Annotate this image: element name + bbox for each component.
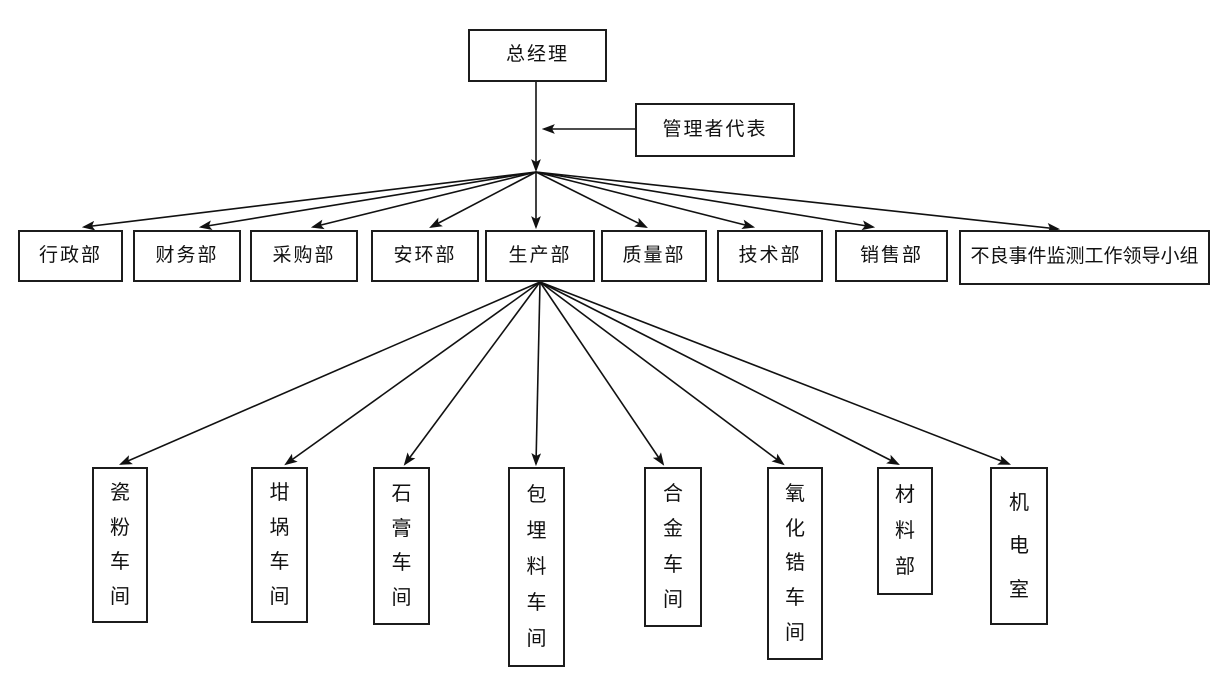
node-quality-dept: 质量部 [601, 230, 707, 282]
edge-hub-to-safety [429, 171, 537, 229]
edge-hub-to-sales [535, 171, 876, 231]
node-administration-dept: 行政部 [18, 230, 123, 282]
edge-hub-to-finance [198, 171, 537, 231]
node-sales-dept: 销售部 [835, 230, 948, 282]
edge-hub-to-purchasing [310, 171, 537, 230]
edge-production-to-crucible [284, 281, 541, 466]
node-purchasing-dept: 采购部 [250, 230, 358, 282]
node-investment-material-workshop: 包埋料车间 [508, 467, 565, 667]
edge-hub-to-technology [535, 171, 756, 230]
node-safety-environment-dept: 安环部 [371, 230, 479, 282]
node-crucible-workshop: 坩埚车间 [251, 467, 308, 623]
node-gypsum-workshop: 石膏车间 [373, 467, 430, 625]
edge-production-to-alloy [539, 281, 665, 466]
node-general-manager: 总经理 [468, 29, 607, 82]
edge-hub-to-admin [81, 171, 537, 231]
edge-production-to-investment-material [531, 281, 542, 467]
edge-hub-to-quality [535, 171, 648, 228]
node-mechanical-electrical-room: 机电室 [990, 467, 1048, 625]
edge-hub-to-adverse-event-group [535, 171, 1061, 233]
node-zirconia-workshop: 氧化锆车间 [767, 467, 823, 660]
node-technology-dept: 技术部 [717, 230, 823, 282]
node-management-representative: 管理者代表 [635, 103, 795, 157]
edge-production-to-mechanical-electrical [539, 281, 1012, 465]
edge-production-to-zirconia [539, 281, 785, 466]
node-alloy-workshop: 合金车间 [644, 467, 702, 627]
node-finance-dept: 财务部 [133, 230, 241, 282]
edge-production-to-porcelain-powder [119, 281, 541, 465]
edge-production-to-gypsum [403, 281, 541, 466]
node-porcelain-powder-workshop: 瓷粉车间 [92, 467, 148, 623]
node-materials-dept: 材料部 [877, 467, 933, 595]
node-production-dept: 生产部 [485, 230, 595, 282]
node-adverse-event-monitoring-group: 不良事件监测工作领导小组 [959, 230, 1210, 285]
edge-production-to-materials [539, 281, 900, 465]
